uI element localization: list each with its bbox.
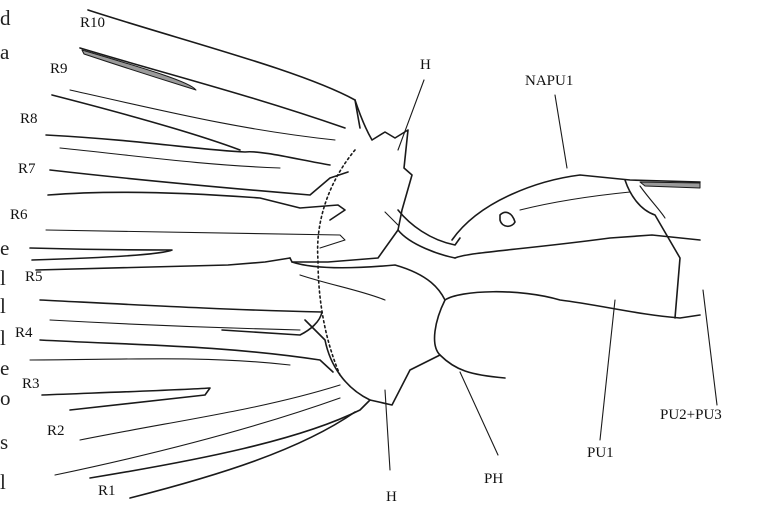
label-r7: R7 <box>18 162 36 177</box>
label-hypural-upper: H <box>420 58 431 73</box>
margin-letter: l <box>0 296 6 317</box>
label-r3: R3 <box>22 377 40 392</box>
label-r5: R5 <box>25 270 43 285</box>
label-r10: R10 <box>80 16 105 31</box>
label-pu2-pu3: PU2+PU3 <box>660 408 722 423</box>
label-napu1: NAPU1 <box>525 74 573 89</box>
label-r2: R2 <box>47 424 65 439</box>
upper-fin-rays <box>30 10 360 270</box>
label-ph: PH <box>484 472 503 487</box>
margin-letter: e <box>0 358 9 379</box>
margin-letter: s <box>0 432 8 453</box>
label-r8: R8 <box>20 112 38 127</box>
lower-fin-rays <box>30 300 370 498</box>
label-hypural-lower: H <box>386 490 397 505</box>
margin-letter: l <box>0 328 6 349</box>
central-vertebra <box>440 175 700 378</box>
label-r1: R1 <box>98 484 116 499</box>
margin-letter: a <box>0 42 9 63</box>
label-r4: R4 <box>15 326 33 341</box>
margin-letter: o <box>0 388 11 409</box>
margin-letter: l <box>0 268 6 289</box>
label-r6: R6 <box>10 208 28 223</box>
label-pu1: PU1 <box>587 446 614 461</box>
label-r9: R9 <box>50 62 68 77</box>
margin-letter: d <box>0 8 11 29</box>
margin-letter: l <box>0 472 6 493</box>
margin-letter: e <box>0 238 9 259</box>
